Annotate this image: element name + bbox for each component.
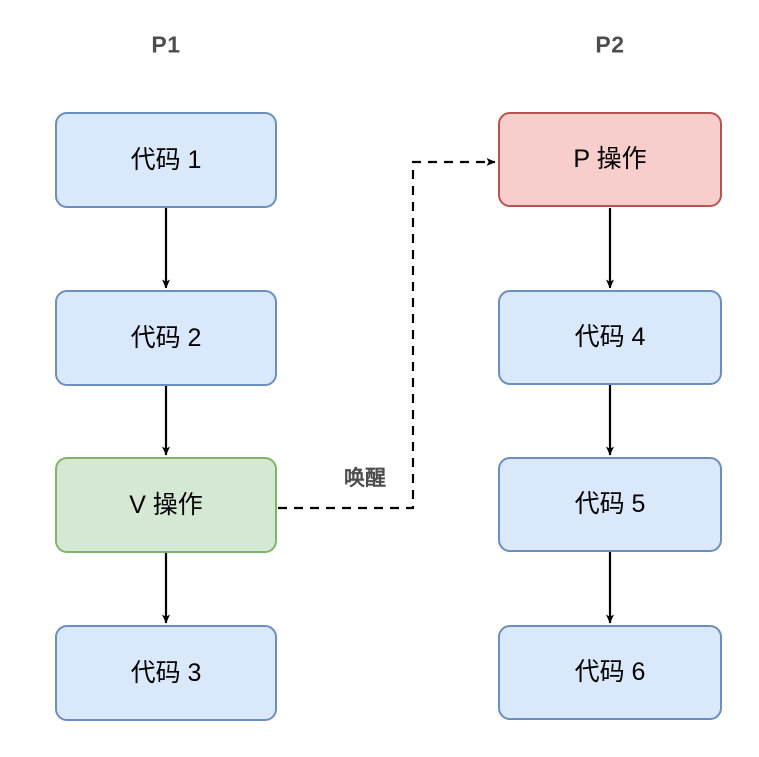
column-title-p2: P2 bbox=[595, 31, 625, 58]
edge-wake-dashed bbox=[278, 158, 496, 510]
edge-label-wake: 唤醒 bbox=[341, 462, 389, 492]
node-p1-code3[interactable]: 代码 3 bbox=[55, 625, 277, 721]
node-p2-p-operation[interactable]: P 操作 bbox=[498, 112, 722, 207]
node-p1-code2[interactable]: 代码 2 bbox=[55, 290, 277, 386]
node-p2-code4[interactable]: 代码 4 bbox=[498, 290, 722, 385]
node-p1-code1[interactable]: 代码 1 bbox=[55, 112, 277, 208]
column-title-p1: P1 bbox=[151, 31, 181, 58]
node-p2-code6[interactable]: 代码 6 bbox=[498, 625, 722, 720]
node-p1-v-operation[interactable]: V 操作 bbox=[55, 457, 277, 553]
node-p2-code5[interactable]: 代码 5 bbox=[498, 457, 722, 552]
